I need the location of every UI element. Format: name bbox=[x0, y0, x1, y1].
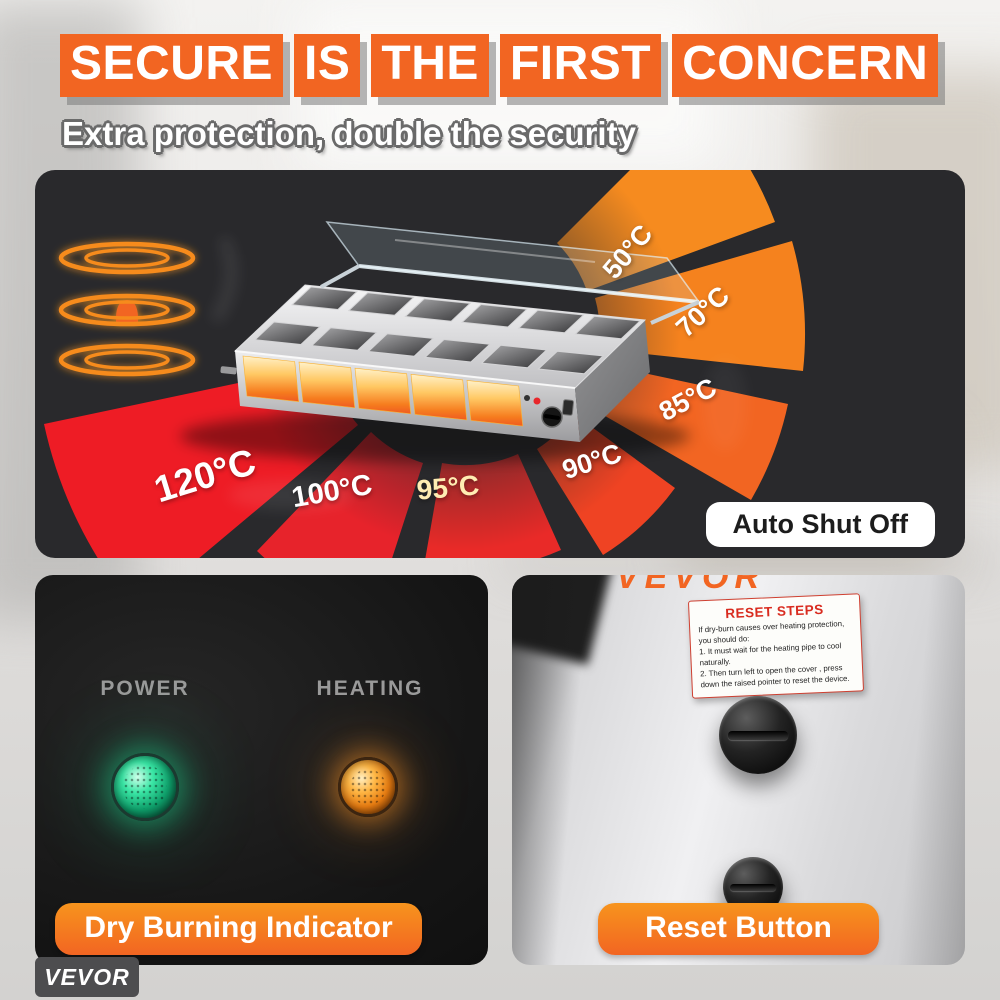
control-cluster bbox=[220, 366, 575, 428]
hero-panel: 50°C 70°C 85°C 90°C 95°C 100°C 120°C Aut… bbox=[35, 170, 965, 558]
food-warmer-illustration bbox=[180, 221, 701, 462]
dry-burning-indicator-caption: Dry Burning Indicator bbox=[55, 903, 422, 955]
machine-brand-partial: VEVOR bbox=[616, 575, 765, 592]
headline-word: THE bbox=[371, 34, 489, 97]
subtitle: Extra protection, double the security bbox=[62, 114, 636, 152]
vevor-logo: VEVOR bbox=[35, 957, 139, 997]
coil-ring bbox=[58, 343, 196, 377]
heating-led-orange bbox=[338, 757, 398, 817]
guard-support-right bbox=[650, 300, 700, 325]
heating-coil-icon bbox=[58, 241, 196, 377]
coil-ring bbox=[58, 241, 196, 275]
headline: SECURE IS THE FIRST CONCERN bbox=[60, 34, 939, 97]
headline-word: IS bbox=[294, 34, 361, 97]
reset-button-caption: Reset Button bbox=[598, 903, 879, 955]
heat-fan-illustration bbox=[44, 170, 806, 558]
power-label: POWER bbox=[100, 677, 190, 700]
steam-wisps bbox=[209, 235, 747, 510]
front-edge-highlight bbox=[234, 350, 576, 389]
header: SECURE IS THE FIRST CONCERN Extra protec… bbox=[60, 34, 939, 153]
reset-panel: VEVOR RESET STEPS If dry-burn causes ove… bbox=[512, 575, 965, 965]
heating-glow-windows bbox=[242, 355, 524, 427]
power-led-green bbox=[111, 753, 179, 821]
pan-openings bbox=[253, 286, 642, 375]
heating-label: HEATING bbox=[316, 677, 424, 700]
headline-word: SECURE bbox=[60, 34, 284, 97]
rocker-switch bbox=[561, 399, 575, 416]
coil-ring bbox=[58, 293, 196, 327]
temp-label-95: 95°C bbox=[415, 469, 481, 506]
drain-tap bbox=[220, 366, 237, 375]
headline-word: CONCERN bbox=[672, 34, 939, 97]
knob-pointer bbox=[544, 414, 560, 420]
warmer-right-face bbox=[575, 320, 650, 442]
indicator-dot bbox=[524, 395, 530, 401]
glass-sneeze-guard bbox=[320, 221, 701, 325]
guard-support-left bbox=[320, 264, 360, 289]
indicator-panel: POWER HEATING Dry Burning Indicator bbox=[35, 575, 488, 965]
headline-word: FIRST bbox=[499, 34, 662, 97]
reset-knob bbox=[719, 696, 797, 774]
auto-shut-off-badge: Auto Shut Off bbox=[705, 502, 935, 547]
reset-steps-sticker: RESET STEPS If dry-burn causes over heat… bbox=[687, 593, 865, 700]
power-dot bbox=[533, 397, 541, 405]
